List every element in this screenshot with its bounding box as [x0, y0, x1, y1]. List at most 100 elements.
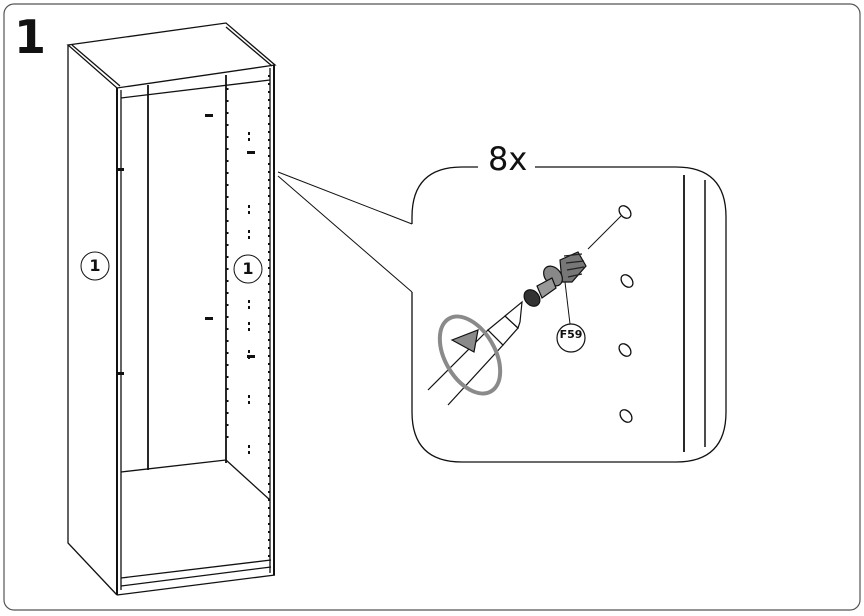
hole-dot: [268, 251, 270, 253]
hole-dot: [226, 352, 229, 354]
hole-dot: [226, 280, 229, 282]
hole-dot: [248, 306, 250, 309]
part-code-label: F59: [559, 328, 583, 341]
hole-dot: [268, 267, 270, 269]
hole-dot: [226, 244, 229, 246]
hole-dot: [268, 339, 270, 341]
hole-dot: [268, 131, 270, 133]
hole-dot: [205, 114, 213, 117]
hole-dot: [248, 205, 250, 208]
hole-dot: [248, 132, 250, 135]
hole-dot: [268, 203, 270, 205]
hole-dot: [268, 275, 270, 277]
hole-dot: [248, 300, 250, 303]
hole-dot: [268, 123, 270, 125]
hole-dot: [268, 91, 270, 93]
hole-dot: [268, 499, 270, 501]
quantity-label: 8x: [488, 140, 528, 178]
hole-dot: [268, 115, 270, 117]
hole-dot: [268, 507, 270, 509]
hole-dot: [226, 316, 229, 318]
hole-dot: [268, 547, 270, 549]
hole-dot: [268, 427, 270, 429]
hole-dot: [226, 436, 229, 438]
hole-dot: [268, 363, 270, 365]
hole-dot: [205, 317, 213, 320]
hole-dot: [116, 168, 124, 171]
hole-dot: [268, 387, 270, 389]
hole-dot: [226, 172, 229, 174]
cam-screw-f59: [523, 251, 587, 353]
hole-dot: [226, 340, 229, 342]
hole-dot: [268, 107, 270, 109]
hole-dot: [226, 208, 229, 210]
hole-dot: [268, 491, 270, 493]
hole-dot: [226, 196, 229, 198]
part-label-circles: [80, 251, 263, 284]
hole-dot: [268, 371, 270, 373]
hole-dot: [226, 112, 229, 114]
cabinet-frame: [66, 22, 277, 596]
hole-dot: [268, 187, 270, 189]
rotation-arrow-icon: [450, 329, 479, 353]
hole-dot: [226, 364, 229, 366]
hole-dot: [268, 419, 270, 421]
hole-dot: [268, 259, 270, 261]
hole-dot: [268, 315, 270, 317]
hole-dot: [268, 379, 270, 381]
hole-dot: [268, 195, 270, 197]
hole-dot: [247, 355, 255, 358]
hole-dot: [268, 307, 270, 309]
hole-dot: [268, 83, 270, 85]
hole-dot: [226, 400, 229, 402]
hole-dot: [268, 459, 270, 461]
hole-dot: [268, 467, 270, 469]
callout-lines: [277, 171, 413, 293]
hole-dot: [226, 88, 229, 90]
hole-dot: [268, 355, 270, 357]
hole-dot: [268, 75, 270, 77]
detail-bubble: [411, 166, 727, 463]
hole-dot: [268, 211, 270, 213]
hole-dot: [268, 243, 270, 245]
hole-dot: [268, 451, 270, 453]
part-label-right-side: 1: [242, 259, 254, 278]
hole-dot: [268, 163, 270, 165]
hole-dot: [248, 356, 250, 359]
hole-dot: [268, 171, 270, 173]
hole-dot: [248, 445, 250, 448]
hole-dot: [116, 372, 124, 375]
hole-dot: [268, 555, 270, 557]
hole-dot: [248, 395, 250, 398]
hole-dot: [268, 347, 270, 349]
hole-dot: [268, 299, 270, 301]
hole-dot: [248, 236, 250, 239]
hole-dot: [226, 232, 229, 234]
hole-dot: [268, 395, 270, 397]
hole-dot: [248, 138, 250, 141]
hole-dot: [248, 401, 250, 404]
hole-dot: [268, 155, 270, 157]
step-number: 1: [14, 10, 47, 64]
hole-dot: [226, 256, 229, 258]
hole-dot: [226, 328, 229, 330]
page-frame: [3, 3, 861, 611]
hole-dot: [248, 451, 250, 454]
hole-dot: [268, 219, 270, 221]
hole-dot: [247, 151, 255, 154]
hole-dot: [226, 184, 229, 186]
hole-dot: [268, 403, 270, 405]
hole-dot: [268, 435, 270, 437]
hole-dot: [268, 539, 270, 541]
hole-dot: [248, 230, 250, 233]
hole-dot: [226, 412, 229, 414]
hole-dot: [226, 124, 229, 126]
hole-dot: [268, 331, 270, 333]
hole-dot: [268, 139, 270, 141]
hole-dot: [268, 227, 270, 229]
hole-dot: [268, 291, 270, 293]
hole-dot: [268, 235, 270, 237]
hole-dot: [248, 211, 250, 214]
hole-dot: [268, 411, 270, 413]
